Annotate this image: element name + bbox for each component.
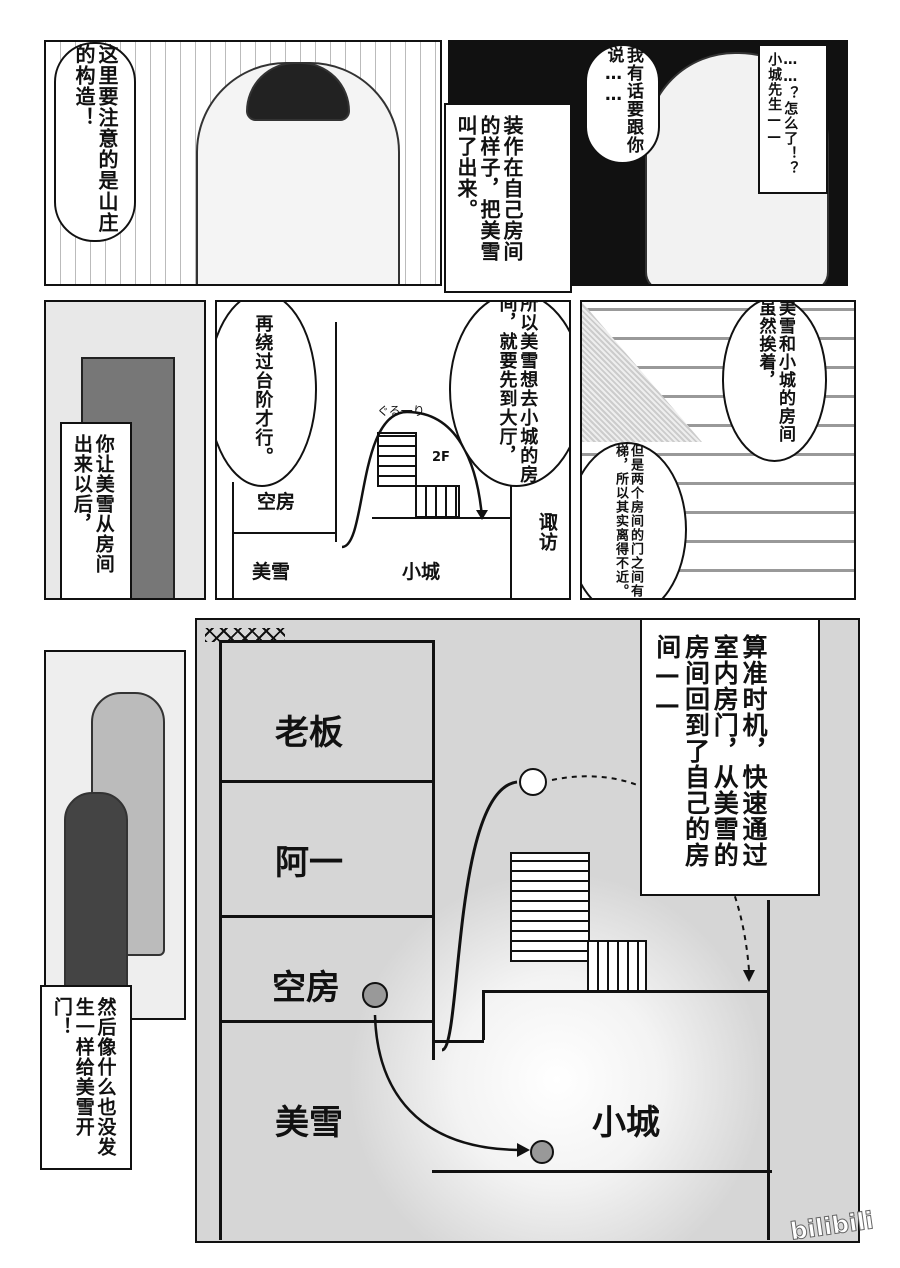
speech-bubble-bottom: 但是两个房间的门之间有楼梯，所以其实离得不近。 — [582, 442, 687, 600]
room-label-kojo: 小城 — [592, 1103, 660, 1143]
room-label-miyuki: 美雪 — [252, 561, 291, 583]
speech-box-right: ……？怎么了！？小城先生—— — [758, 44, 828, 194]
crosshatch-corner — [205, 628, 285, 642]
route-arrow — [341, 410, 488, 549]
narration-caption: 算准时机，快速通过室内房门，从美雪的房间回到了自己的房间—— — [640, 618, 820, 896]
position-marker-end — [530, 1140, 554, 1164]
speech-bubble: 这里要注意的是山庄的构造！ — [54, 42, 136, 242]
panel-kindaichi-explaining: 这里要注意的是山庄的构造！ — [44, 40, 442, 286]
room-label-vacant: 空房 — [257, 491, 296, 513]
staircase-lower — [415, 485, 460, 518]
floor-marker: 2F — [432, 450, 450, 465]
narration-caption: 你让美雪从房间出来以后， — [60, 422, 132, 600]
caption-text: 算准时机，快速通过室内房门，从美雪的房间回到了自己的房间—— — [652, 634, 768, 868]
stair-shadow — [582, 302, 702, 442]
route-arrows — [373, 775, 755, 1157]
speech-text: ……？怎么了！？小城先生—— — [766, 52, 799, 176]
room-label-vacant: 空房 — [272, 968, 340, 1008]
position-marker-start — [519, 768, 547, 796]
narration-caption: 然后像什么也没发生一样给美雪开门！ — [40, 985, 132, 1170]
speech-bubble-left: 再绕过台阶才行。 — [217, 302, 317, 487]
room-label-owner: 老板 — [275, 713, 343, 753]
room-label-hajime: 阿一 — [275, 843, 343, 883]
speech-bubble-top: 美雪和小城的房间虽然挨着， — [722, 300, 827, 462]
speech-text: 这里要注意的是山庄的构造！ — [72, 44, 119, 233]
caption-text: 你让美雪从房间出来以后， — [70, 434, 115, 574]
narration-caption: 装作在自己房间的样子，把美雪叫了出来。 — [444, 103, 572, 293]
panel-staircase: 美雪和小城的房间虽然挨着， 但是两个房间的门之间有楼梯，所以其实离得不近。 — [580, 300, 856, 600]
room-label-suwa: 诹访 — [535, 512, 558, 552]
speech-bubble-left: 我有话要跟你说…… — [585, 44, 660, 164]
room-label-kojo: 小城 — [402, 561, 441, 583]
position-marker-vacant — [362, 982, 388, 1008]
room-label-miyuki: 美雪 — [275, 1103, 343, 1143]
speech-text: 所以美雪想去小城的房间，就要先到大厅， — [496, 300, 539, 484]
speech-text: 我有话要跟你说…… — [603, 46, 644, 154]
caption-text: 然后像什么也没发生一样给美雪开门！ — [50, 997, 117, 1157]
speech-text: 但是两个房间的门之间有楼梯，所以其实离得不近。 — [613, 444, 643, 600]
speech-text: 美雪和小城的房间虽然挨着， — [755, 300, 796, 443]
panel-floorplan-small: ぐる一り 2F 空房 美雪 小城 诹访 再绕过台阶才行。 所以美雪想去小城的房间… — [215, 300, 571, 600]
speech-bubble-right: 所以美雪想去小城的房间，就要先到大厅， — [449, 300, 569, 487]
staircase — [377, 432, 417, 487]
sfx-text: ぐる一り — [377, 404, 425, 418]
character-miyuki — [64, 792, 128, 1018]
staircase — [510, 852, 590, 962]
speech-text: 再绕过台阶才行。 — [252, 313, 274, 466]
caption-text: 装作在自己房间的样子，把美雪叫了出来。 — [454, 115, 524, 262]
staircase-lower — [587, 940, 647, 992]
panel-kojo-miyuki — [44, 650, 186, 1020]
